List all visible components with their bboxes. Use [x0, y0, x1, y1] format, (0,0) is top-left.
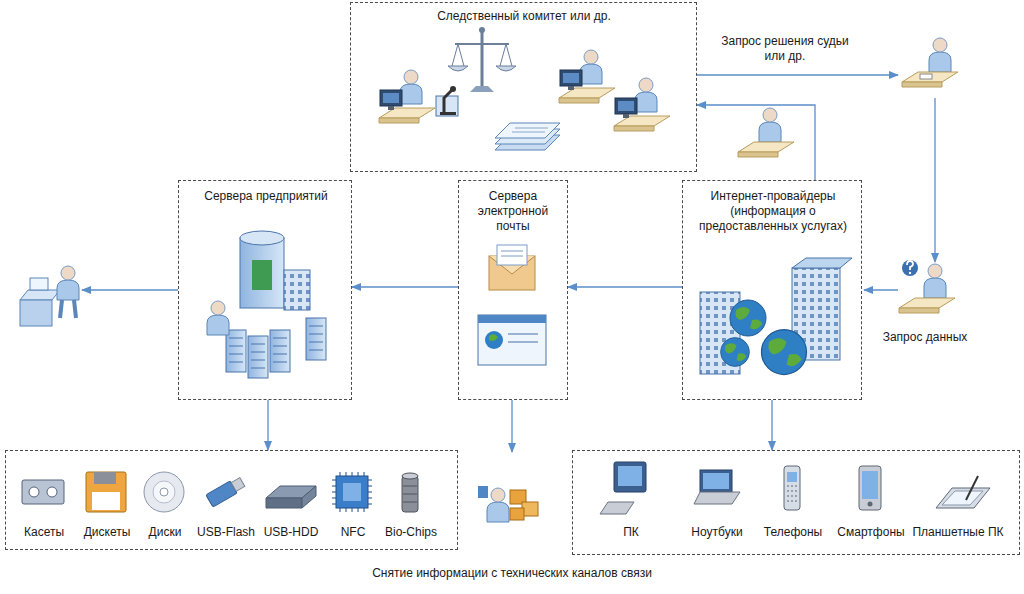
box-heading: Интернет-провайдеры (информация о предос… [698, 189, 848, 234]
worker-figure [559, 50, 615, 103]
provider-box: Интернет-провайдеры (информация о предос… [682, 180, 862, 400]
requester-figure [899, 260, 955, 313]
flow-arrow [352, 286, 458, 287]
server-box: Сервера предприятий [178, 180, 352, 400]
item-label: Ноутбуки [691, 525, 742, 540]
item-label: ПК [623, 525, 639, 540]
mail-server-box: Сервера электронной почты [458, 180, 568, 400]
item-label: Bio-Chips [385, 525, 437, 540]
mail-server-icons [478, 245, 546, 365]
interception-figure [478, 486, 538, 522]
annotation-label: Запрос решения судьи или др. [715, 34, 855, 64]
item-label: NFC [341, 525, 366, 540]
flow-arrow [267, 400, 268, 450]
flow-arrow [697, 105, 815, 180]
scales-of-justice [448, 27, 516, 92]
annotation-label: Снятие информации с технических каналов … [372, 566, 652, 581]
item-label: Планшетные ПК [912, 525, 1003, 540]
flow-arrows [82, 75, 935, 452]
item-label: USB-Flash [197, 525, 255, 540]
device-box: ПК Ноутбуки Телефоны Смартфоны Планшетные ПК [572, 450, 1020, 555]
operator-figure [20, 266, 79, 326]
microscope [436, 86, 458, 116]
item-label: USB-HDD [264, 525, 319, 540]
flow-arrow [568, 286, 682, 287]
storage-box: Касеты Дискеты Диски USB-Flash USB-HDD NFC Bio… [5, 450, 458, 550]
storage-media-icons [22, 472, 418, 512]
worker-figure [614, 78, 670, 131]
item-label: Смартфоны [837, 525, 904, 540]
documents-stack [495, 123, 560, 150]
worker-figure [379, 70, 435, 123]
box-heading: Сервера предприятий [186, 189, 346, 204]
box-heading: Следственный комитет или др. [374, 9, 674, 24]
provider-icons [700, 258, 852, 375]
item-label: Касеты [24, 525, 64, 540]
clerk-figure [738, 108, 794, 157]
enterprise-servers [207, 231, 326, 378]
box-heading: Сервера электронной почты [463, 189, 563, 234]
committee-scene [379, 27, 670, 150]
item-label: Дискеты [84, 525, 131, 540]
judge-figure [902, 38, 958, 87]
item-label: Телефоны [764, 525, 822, 540]
flow-arrow [771, 400, 772, 450]
committee-box: Следственный комитет или др. [350, 2, 697, 172]
annotation-label: Запрос данных [883, 330, 968, 345]
item-label: Диски [149, 525, 182, 540]
device-icons [600, 462, 990, 514]
